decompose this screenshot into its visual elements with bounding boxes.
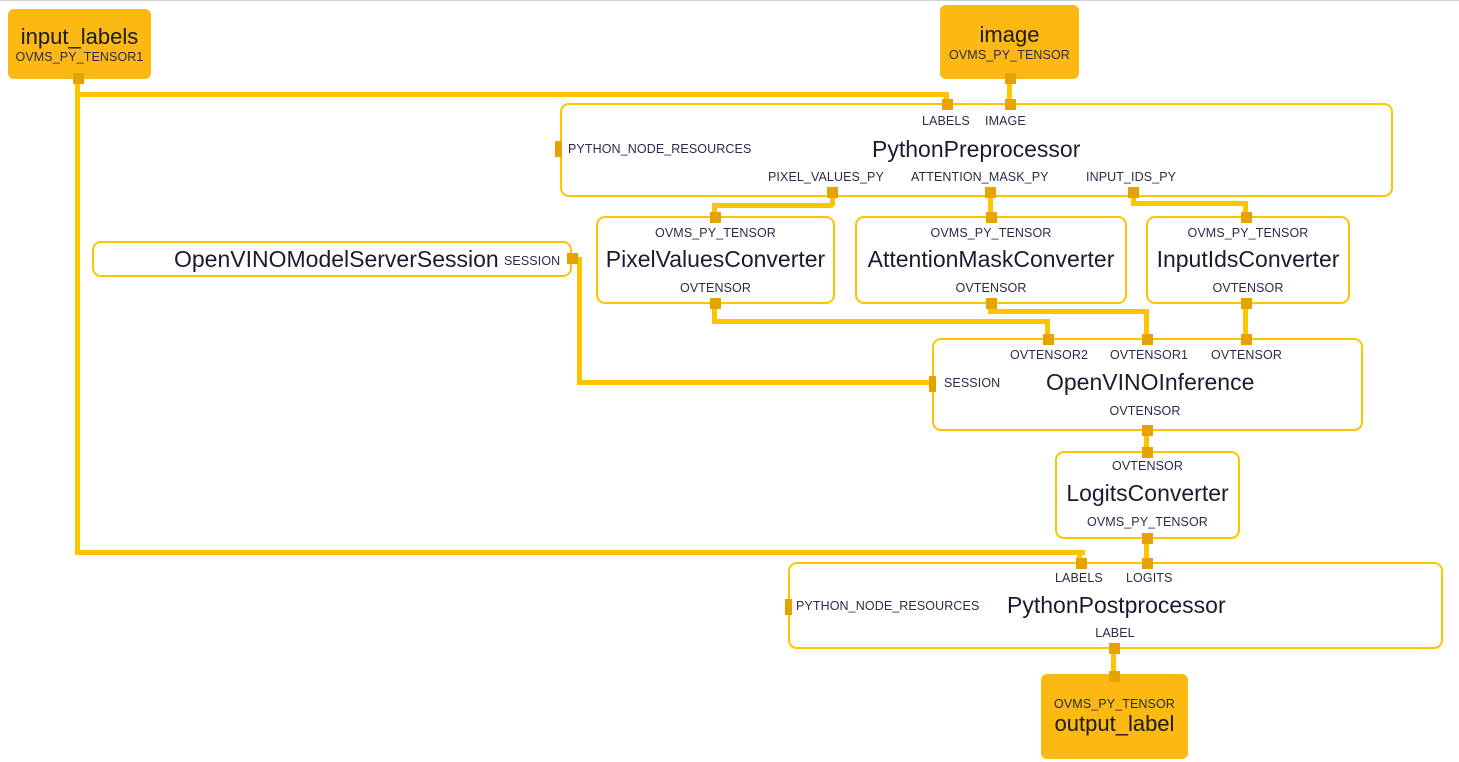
image-title: image [979,22,1040,48]
postprocessor-output-label: LABEL [1095,626,1135,640]
port-postprocessor-resources[interactable] [785,599,792,615]
python-preprocessor-title: PythonPreprocessor [872,136,1081,162]
wire-session-drop [577,257,582,383]
logits-output-label: OVMS_PY_TENSOR [1087,515,1208,529]
python-postprocessor-title: PythonPostprocessor [1007,592,1226,618]
port-input-ids-in[interactable] [1241,212,1252,223]
port-pixel-values-in[interactable] [710,212,721,223]
preprocessor-port-attention-mask-label: ATTENTION_MASK_PY [911,170,1049,184]
port-inference-ovtensor1[interactable] [1142,334,1153,345]
preprocessor-port-resources-label: PYTHON_NODE_RESOURCES [568,142,752,156]
postprocessor-port-logits-label: LOGITS [1126,571,1173,585]
input-ids-output-label: OVTENSOR [1212,281,1284,295]
port-inference-session[interactable] [929,376,936,392]
preprocessor-port-labels-label: LABELS [922,114,970,128]
wire-attentionmask-drop [988,191,993,219]
port-inference-ovtensor[interactable] [1241,334,1252,345]
node-python-preprocessor[interactable] [560,103,1393,197]
node-python-postprocessor[interactable] [788,562,1443,649]
inference-output-label: OVTENSOR [1109,404,1181,418]
output-label-title: output_label [1054,710,1175,736]
port-preprocessor-resources[interactable] [555,141,562,157]
wire-pixelvalues-drop-b [712,203,717,219]
wire-ii-out-drop [1243,301,1248,341]
port-ovms-session-out[interactable] [567,253,578,264]
wire-image-to-preprocessor [1007,77,1012,109]
input-ids-converter-title: InputIdsConverter [1156,246,1340,272]
postprocessor-port-labels-label: LABELS [1055,571,1103,585]
port-postprocessor-out[interactable] [1109,643,1120,654]
wire-pv-out-h [712,319,1050,324]
wire-input-labels-to-postprocessor-rise [1077,550,1082,564]
openvino-inference-title: OpenVINOInference [1046,369,1255,395]
wire-pv-out-rise [1045,319,1050,341]
inference-port-ovtensor2-label: OVTENSOR2 [1010,348,1088,362]
port-preprocessor-attention-mask[interactable] [985,187,996,198]
node-output-label[interactable]: OVMS_PY_TENSOR output_label [1041,674,1188,759]
input-ids-input-label: OVMS_PY_TENSOR [1187,226,1309,240]
port-logits-in[interactable] [1142,447,1153,458]
attention-mask-converter-title: AttentionMaskConverter [867,246,1115,272]
port-pixel-values-out[interactable] [710,298,721,309]
wire-input-labels-to-postprocessor [75,550,1085,555]
port-postprocessor-logits[interactable] [1142,558,1153,569]
wire-session-h [577,380,934,385]
wire-pixelvalues-drop-a [830,191,835,206]
port-attention-mask-out[interactable] [986,298,997,309]
wire-inference-to-logits [1144,427,1149,455]
wire-pixelvalues-h [712,203,833,208]
preprocessor-port-input-ids-label: INPUT_IDS_PY [1086,170,1177,184]
postprocessor-port-resources-label: PYTHON_NODE_RESOURCES [796,599,980,613]
wire-inputids-h [1131,201,1248,206]
wire-postprocessor-to-output [1111,645,1116,679]
port-image-out[interactable] [1005,73,1016,84]
port-input-ids-out[interactable] [1241,298,1252,309]
wire-input-labels-to-preprocessor [75,92,949,97]
port-input-labels-out[interactable] [73,73,84,84]
logits-input-label: OVTENSOR [1112,459,1183,473]
ovms-session-title: OpenVINOModelServerSession [174,246,499,272]
port-logits-out[interactable] [1142,533,1153,544]
inference-port-ovtensor1-label: OVTENSOR1 [1110,348,1188,362]
input-labels-title: input_labels [20,24,139,50]
output-label-type: OVMS_PY_TENSOR [1054,696,1175,711]
pixel-values-output-label: OVTENSOR [680,281,751,295]
node-input-labels[interactable]: input_labels OVMS_PY_TENSOR1 [8,9,151,79]
wire-logits-to-postprocessor [1144,534,1149,566]
port-preprocessor-labels[interactable] [942,99,953,110]
port-output-label-in[interactable] [1109,671,1120,682]
inference-port-ovtensor-label: OVTENSOR [1211,348,1282,362]
attention-mask-output-label: OVTENSOR [955,281,1027,295]
input-labels-type: OVMS_PY_TENSOR1 [15,49,144,64]
wire-am-out-rise [1144,309,1149,341]
wire-pv-out-drop [712,301,717,322]
pixel-values-input-label: OVMS_PY_TENSOR [655,226,776,240]
pixel-values-converter-title: PixelValuesConverter [605,246,826,272]
preprocessor-port-image-label: IMAGE [985,114,1026,128]
port-inference-out[interactable] [1142,425,1153,436]
logits-converter-title: LogitsConverter [1066,480,1229,506]
wire-input-labels-spine [75,77,80,555]
node-image[interactable]: image OVMS_PY_TENSOR [940,5,1079,79]
attention-mask-input-label: OVMS_PY_TENSOR [930,226,1052,240]
port-preprocessor-image[interactable] [1005,99,1016,110]
preprocessor-port-pixel-values-label: PIXEL_VALUES_PY [768,170,884,184]
port-preprocessor-pixel-values[interactable] [827,187,838,198]
image-type: OVMS_PY_TENSOR [949,47,1070,62]
port-attention-mask-in[interactable] [986,212,997,223]
ovms-session-port-label: SESSION [504,254,561,268]
wire-am-out-h [988,309,1149,314]
port-inference-ovtensor2[interactable] [1043,334,1054,345]
node-ovms-session[interactable] [92,241,572,277]
wire-inputids-drop-b [1243,201,1248,219]
inference-port-session-label: SESSION [944,376,1001,390]
port-postprocessor-labels[interactable] [1076,558,1087,569]
port-preprocessor-input-ids[interactable] [1128,187,1139,198]
